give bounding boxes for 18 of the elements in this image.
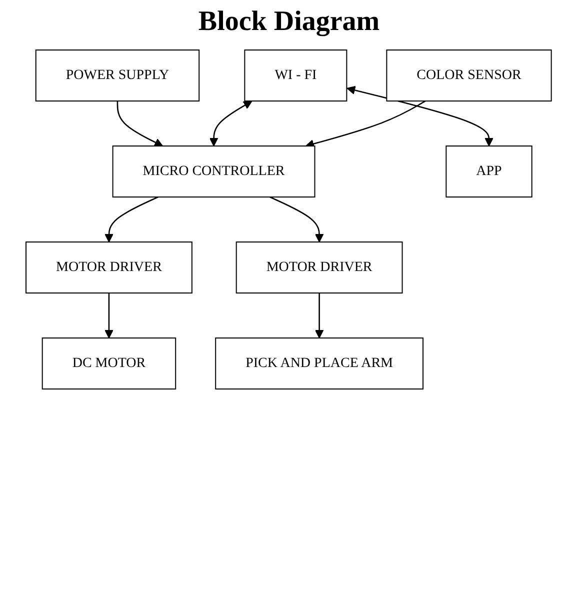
arrow — [315, 293, 324, 338]
node-box: POWER SUPPLY — [36, 50, 200, 102]
arrow — [104, 293, 114, 338]
arrow — [347, 86, 494, 146]
node-box: APP — [446, 146, 533, 198]
node-box: WI - FI — [244, 50, 348, 102]
node-box: MOTOR DRIVER — [26, 242, 193, 294]
node-box: DC MOTOR — [42, 337, 176, 390]
node-box: COLOR SENSOR — [386, 50, 552, 102]
node-box: PICK AND PLACE ARM — [215, 337, 424, 390]
arrow — [210, 100, 253, 146]
node-box: MOTOR DRIVER — [236, 242, 404, 294]
arrow — [117, 101, 164, 146]
node-box: MICRO CONTROLLER — [112, 146, 316, 198]
arrow — [104, 196, 159, 242]
arrow — [270, 196, 324, 242]
diagram-title: Block Diagram — [197, 6, 381, 38]
arrow — [306, 100, 426, 148]
